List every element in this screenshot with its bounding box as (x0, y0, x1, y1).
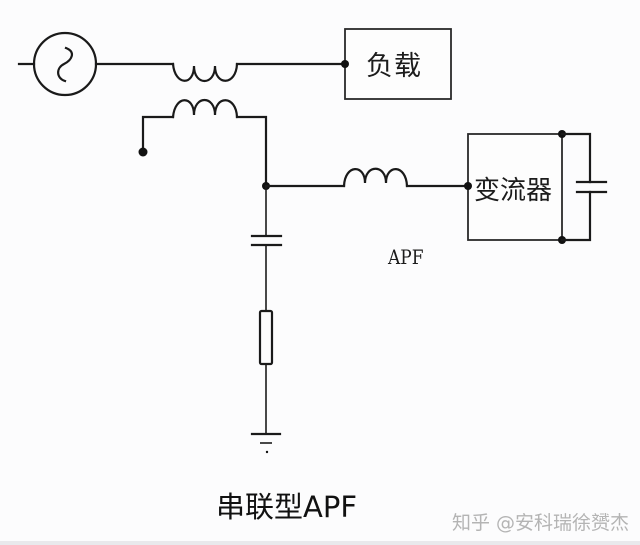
load-label: 负载 (366, 51, 422, 82)
primary-coil-icon (171, 62, 239, 83)
secondary-right-wire (235, 115, 268, 188)
terminal-dot (138, 147, 148, 157)
dc-cap-top-wire (560, 132, 592, 184)
ground-icon-dot (265, 450, 269, 454)
junction-dot (464, 182, 472, 190)
shunt-branch (250, 186, 283, 454)
junction-dot (341, 60, 349, 68)
converter-box (467, 133, 563, 241)
ac-source (17, 31, 98, 97)
series-transformer-secondary (138, 98, 268, 188)
secondary-coil-icon (171, 98, 239, 119)
dc-cap-bottom-wire (560, 190, 592, 242)
filter-inductor-icon (342, 167, 409, 188)
apf-label: APF (388, 245, 424, 269)
sine-wave-icon (57, 46, 73, 83)
resistor-icon (258, 309, 274, 366)
load-box (344, 28, 452, 100)
converter-label: 变流器 (474, 176, 553, 206)
secondary-left-wire (141, 115, 175, 154)
watermark: 知乎 @安科瑞徐赟杰 (452, 512, 630, 534)
bottom-border (0, 541, 640, 545)
diagram-title: 串联型APF (216, 490, 358, 524)
series-transformer-primary (94, 62, 347, 83)
dc-capacitor (560, 132, 608, 242)
